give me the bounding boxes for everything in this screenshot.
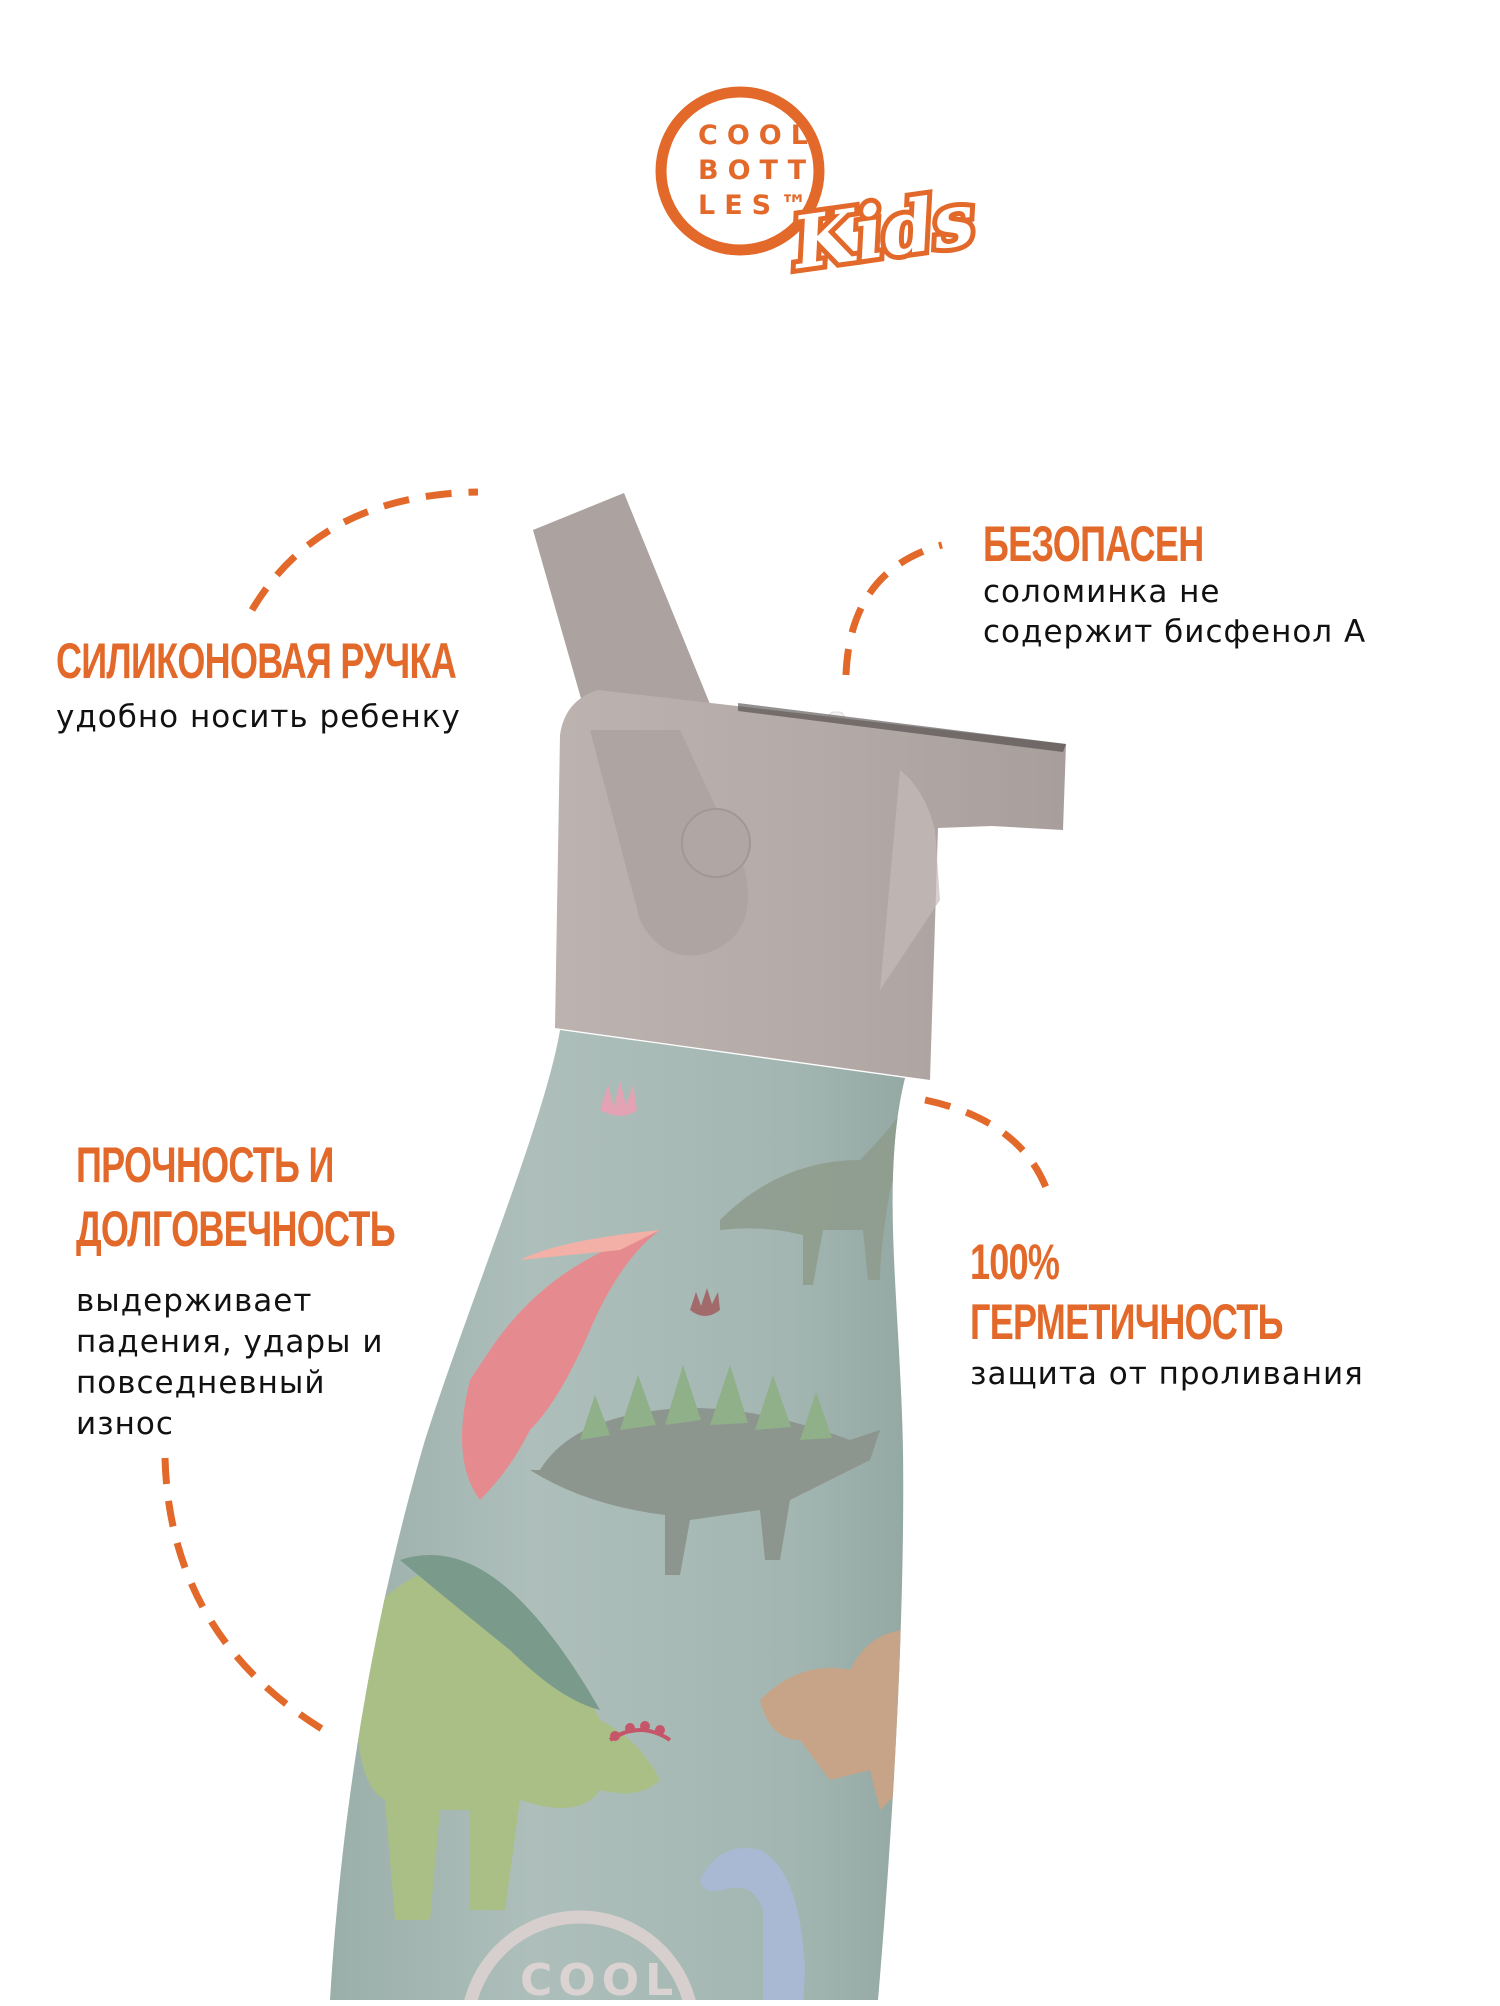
handle-pivot-button — [681, 808, 751, 878]
feature-safe: БЕЗОПАСЕН соломинка не содержит бисфенол… — [983, 518, 1366, 652]
callout-connectors — [161, 488, 1051, 1739]
feature-desc: соломинка не содержит бисфенол А — [983, 574, 1367, 650]
feature-desc: защита от проливания — [970, 1356, 1364, 1392]
connector-sealed — [924, 1096, 1051, 1192]
feature-title: 100% ГЕРМЕТИЧНОСТЬ — [970, 1234, 1283, 1350]
feature-desc: выдерживает падения, удары и повседневны… — [76, 1283, 384, 1442]
logo-wordmark: COOL BOTT LES™ — [698, 120, 817, 221]
connector-handle — [248, 488, 479, 612]
feature-title: ПРОЧНОСТЬ И ДОЛГОВЕЧНОСТЬ — [76, 1137, 396, 1257]
bottle-badge-circle — [460, 1910, 700, 2000]
connector-safe — [842, 541, 943, 676]
feature-sealed: 100% ГЕРМЕТИЧНОСТЬ защита от проливания — [970, 1232, 1404, 1394]
dinosaur-pattern — [355, 1081, 905, 2000]
bottle-badge-text: COOL — [520, 1955, 680, 2006]
feature-handle: СИЛИКОНОВАЯ РУЧКА удобно носить ребенку — [56, 635, 612, 737]
cap-spout-edge — [880, 770, 940, 990]
feature-desc: удобно носить ребенку — [56, 699, 461, 735]
feature-title: БЕЗОПАСЕН — [983, 516, 1204, 572]
connector-durable — [161, 1457, 334, 1739]
feature-durable: ПРОЧНОСТЬ И ДОЛГОВЕЧНОСТЬ выдерживает па… — [76, 1133, 519, 1445]
logo-circle — [655, 86, 825, 256]
feature-title: СИЛИКОНОВАЯ РУЧКА — [56, 633, 457, 689]
